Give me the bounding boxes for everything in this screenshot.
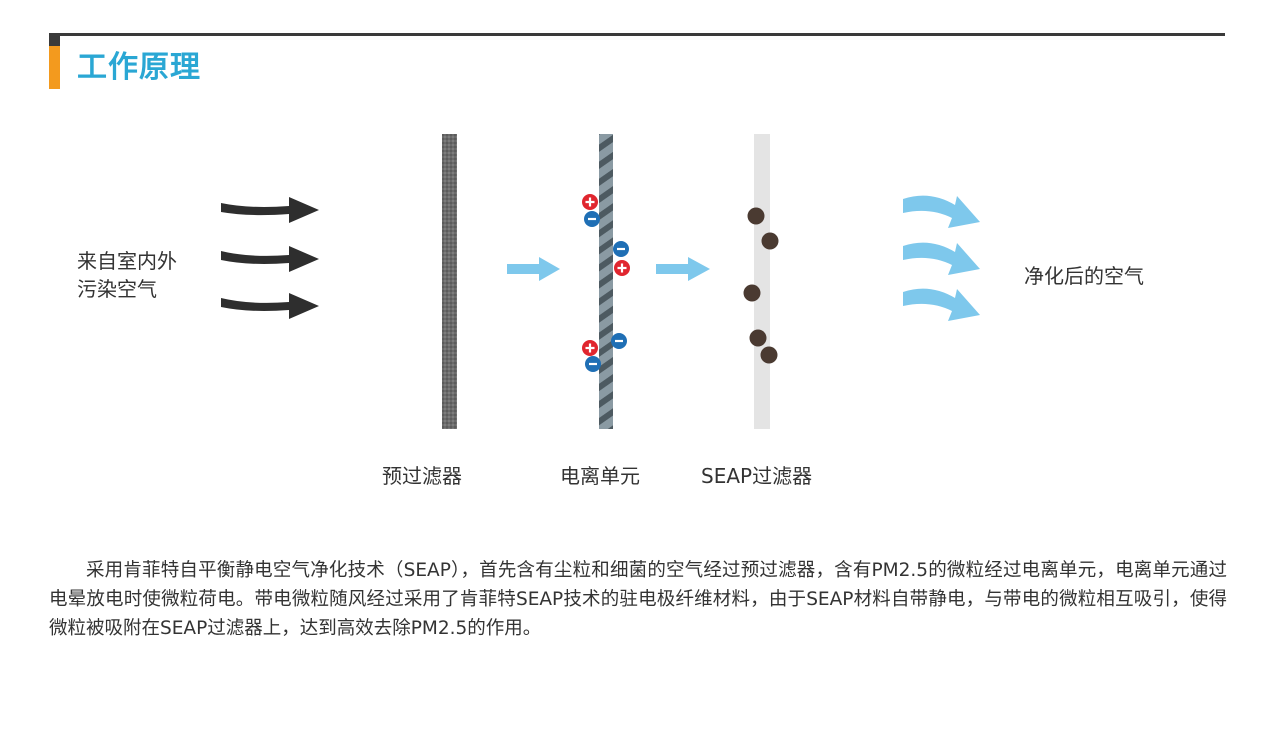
negative-ion: [585, 356, 601, 372]
incoming-air-arrows: [221, 197, 319, 319]
seap-filter-label: SEAP过滤器: [701, 464, 813, 488]
negative-ion: [584, 211, 600, 227]
description-paragraph: 采用肯菲特自平衡静电空气净化技术（SEAP），首先含有尘粒和细菌的空气经过预过滤…: [49, 560, 1227, 639]
ionization-unit-label: 电离单元: [560, 464, 640, 488]
clean-arrow-2: [903, 242, 980, 275]
negative-ion: [611, 333, 627, 349]
pre-filter: [442, 134, 457, 429]
source-air-label-line2: 污染空气: [77, 277, 157, 301]
flow-arrow-1: [507, 257, 560, 281]
particle: [761, 232, 779, 250]
header-rule-tick: [49, 36, 60, 46]
source-air-label: 来自室内外 污染空气: [77, 247, 177, 303]
clean-arrow-3: [903, 288, 980, 321]
page-title: 工作原理: [77, 50, 201, 85]
incoming-arrow-3: [221, 293, 319, 319]
title-accent-bar: [49, 46, 60, 89]
ionization-unit: [599, 134, 613, 429]
source-air-label-line1: 来自室内外: [77, 249, 177, 273]
positive-ion: [614, 260, 630, 276]
clean-air-arrows: [903, 195, 980, 321]
clean-air-label: 净化后的空气: [1024, 264, 1144, 288]
working-principle-diagram: [221, 134, 980, 429]
negative-ion: [613, 241, 629, 257]
incoming-arrow-1: [221, 197, 319, 223]
positive-ion: [582, 194, 598, 210]
ions: [582, 194, 630, 372]
particle: [743, 284, 761, 302]
particle: [747, 207, 765, 225]
captured-particles: [743, 207, 779, 364]
seap-filter: [754, 134, 770, 429]
positive-ion: [582, 340, 598, 356]
incoming-arrow-2: [221, 246, 319, 272]
header-rule: [49, 33, 1225, 36]
flow-arrow-2: [656, 257, 710, 281]
particle: [760, 346, 778, 364]
pre-filter-label: 预过滤器: [382, 464, 462, 488]
particle: [749, 329, 767, 347]
clean-arrow-1: [903, 195, 980, 228]
